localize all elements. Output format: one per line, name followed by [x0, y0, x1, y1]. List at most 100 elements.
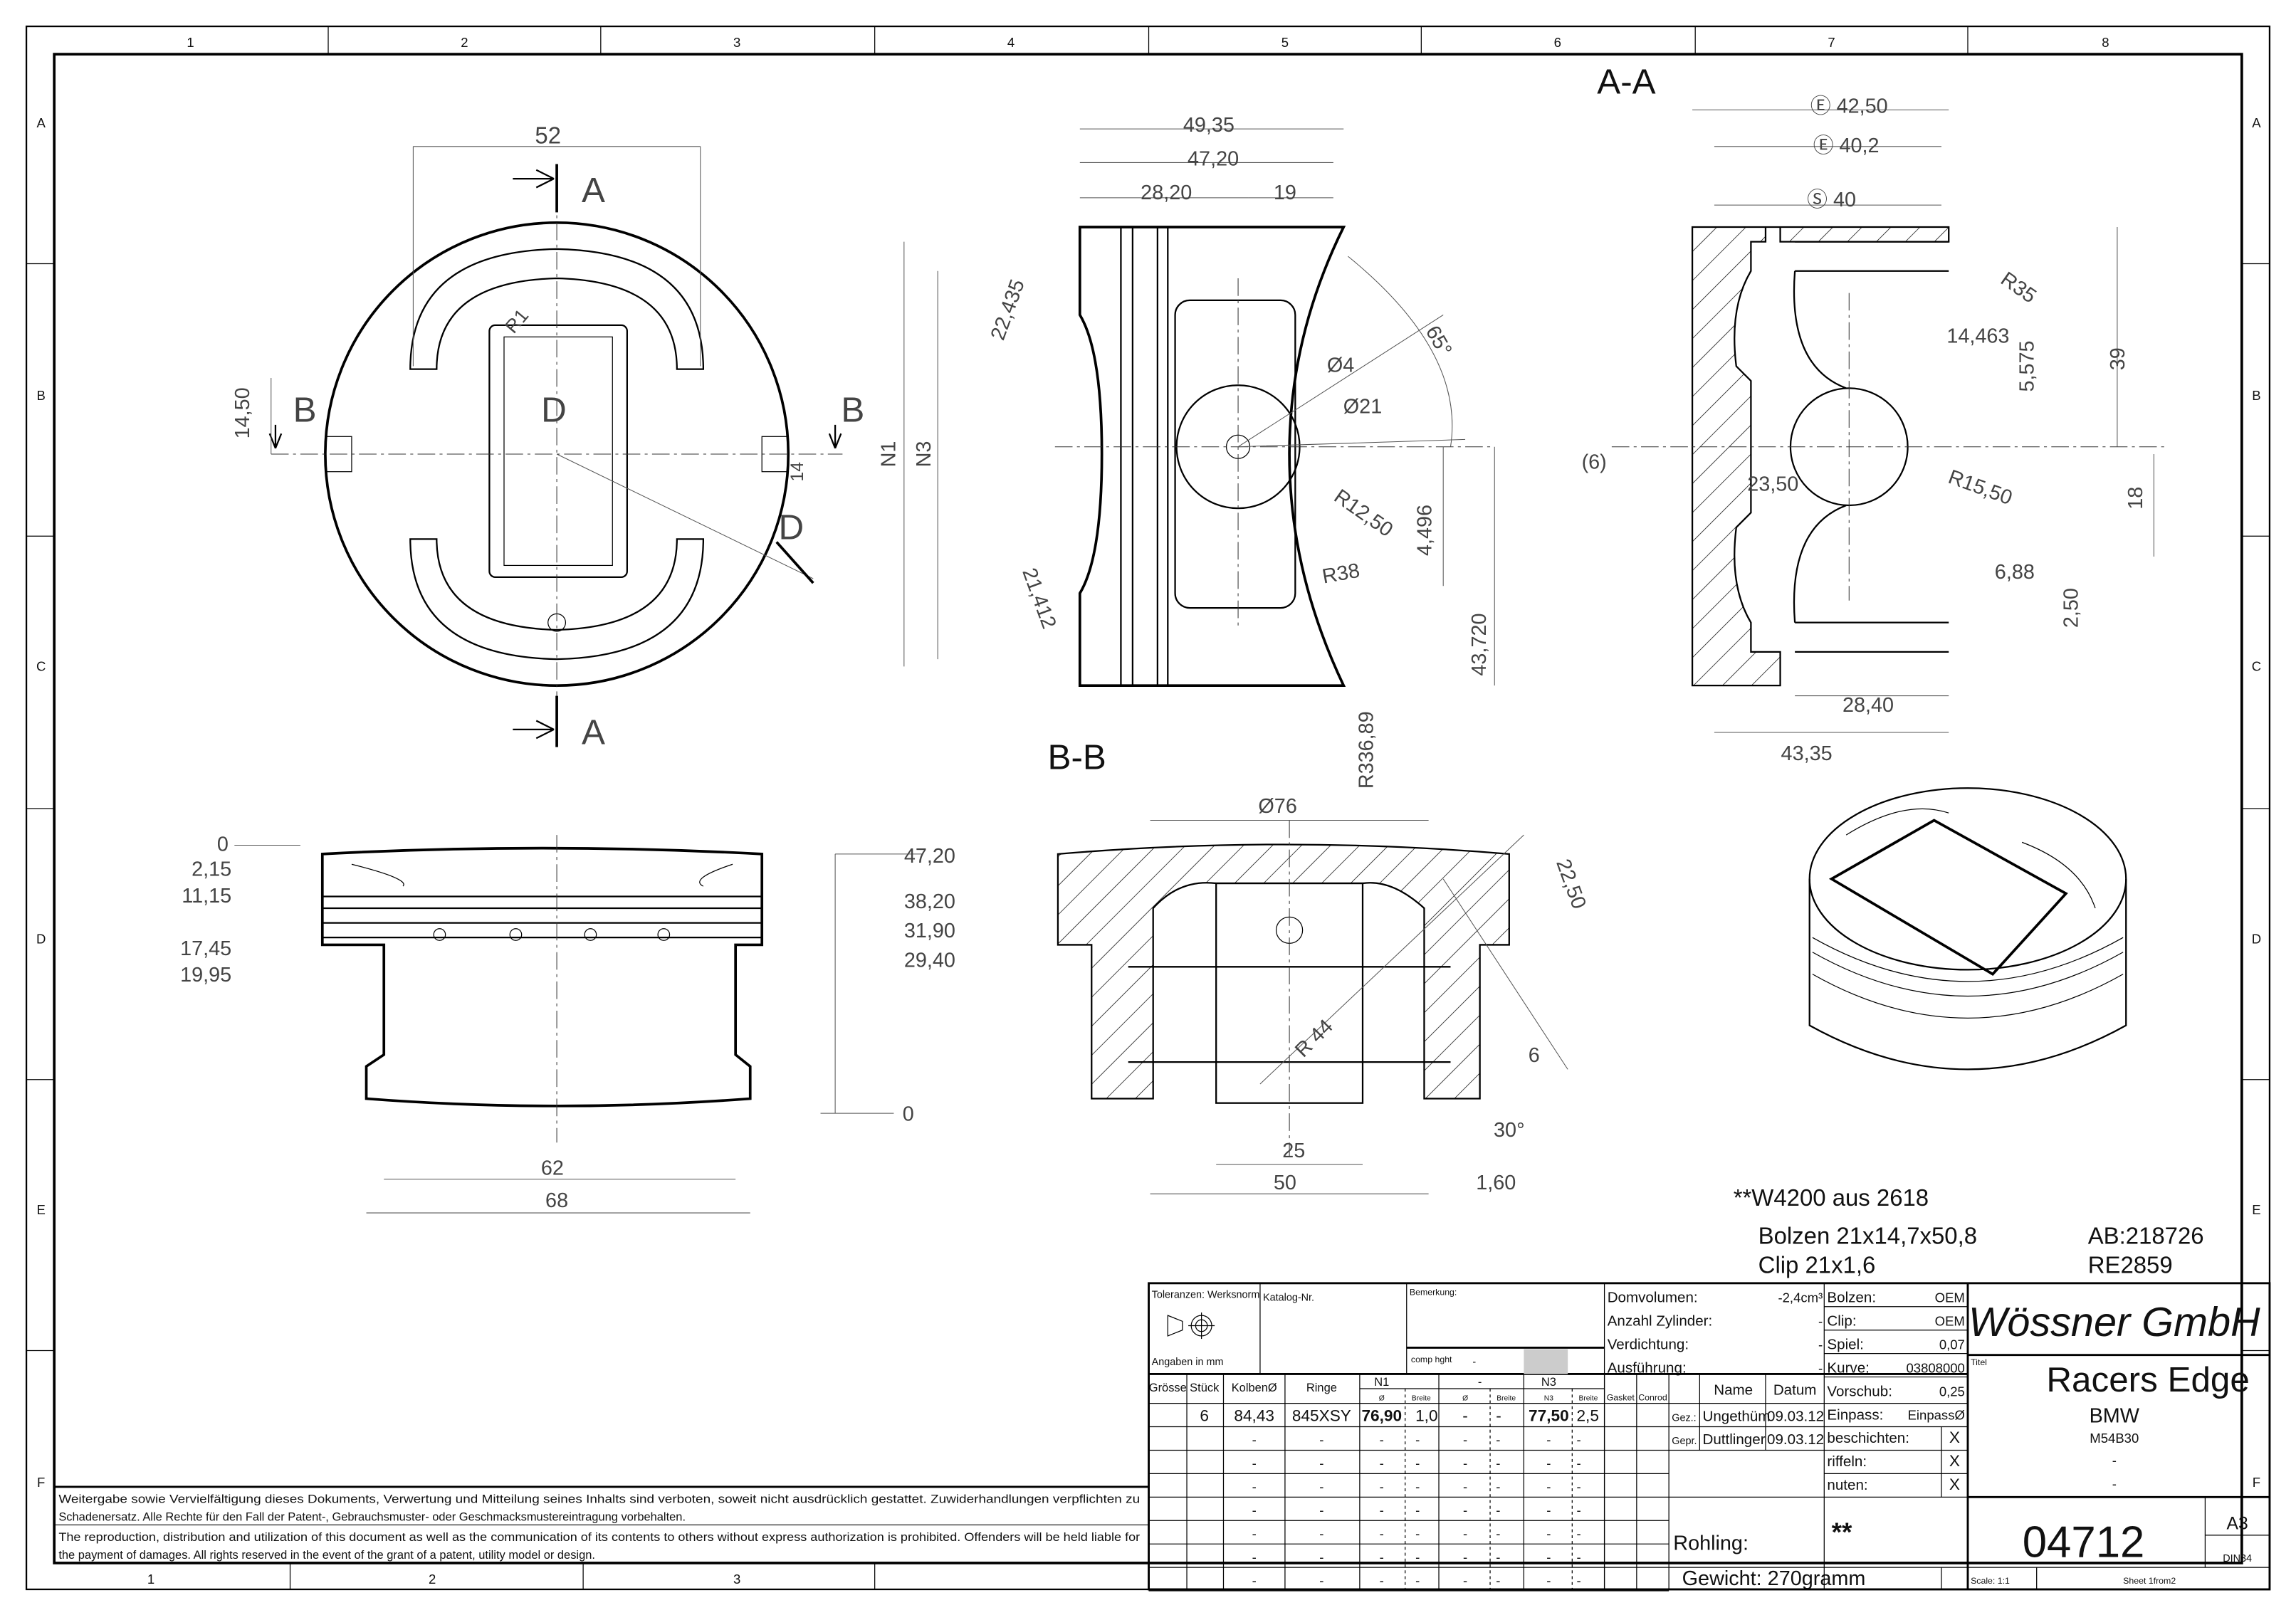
drawn-date: 09.03.12: [1767, 1408, 1824, 1424]
clip-note: Clip 21x1,6: [1758, 1251, 1876, 1278]
dimension-label: 68: [545, 1189, 568, 1212]
table-cell: -: [1496, 1573, 1500, 1588]
make-label: BMW: [2090, 1404, 2140, 1427]
part-label: riffeln:: [1827, 1453, 1867, 1470]
table-cell: -: [1252, 1432, 1257, 1447]
row-label: C: [36, 659, 46, 674]
table-cell: -: [1496, 1432, 1500, 1447]
side-view: [903, 128, 1495, 688]
table-header: Stück: [1190, 1382, 1220, 1394]
catalog-label: Katalog-Nr.: [1263, 1293, 1314, 1304]
dimension-label: N1: [877, 441, 900, 468]
dimension-label: 65°: [1421, 322, 1456, 360]
part-label: Kurve:: [1827, 1359, 1869, 1376]
table-cell: 1,0: [1415, 1406, 1437, 1424]
dimension-label: R336,89: [1355, 711, 1378, 789]
engine-label: M54B30: [2090, 1431, 2139, 1446]
dimension-label: D: [541, 391, 567, 430]
units-label: Angaben in mm: [1152, 1357, 1224, 1368]
dimension-label: 19: [1274, 182, 1296, 204]
table-cell: -: [1463, 1526, 1467, 1541]
dimension-label: Ø4: [1327, 354, 1354, 377]
dimension-label: 22,435: [987, 276, 1029, 343]
checked-label: Gepr.: [1672, 1436, 1697, 1447]
row-label: E: [36, 1202, 45, 1217]
table-header: -: [1478, 1376, 1482, 1389]
checked-date: 09.03.12: [1767, 1431, 1824, 1448]
dimension-label: 21,412: [1017, 565, 1060, 632]
top-view: [268, 146, 843, 747]
table-cell: -: [1496, 1456, 1500, 1471]
table-header: N3: [1541, 1376, 1556, 1389]
row-label: E: [2252, 1202, 2260, 1217]
part-value: X: [1949, 1475, 1960, 1493]
table-cell: -: [1415, 1503, 1420, 1517]
table-cell: -: [1415, 1573, 1420, 1588]
table-cell: -: [1380, 1573, 1384, 1588]
part-value: OEM: [1935, 1290, 1965, 1305]
column-label: 8: [2102, 35, 2109, 50]
sheet-label: Sheet 1from2: [2123, 1576, 2176, 1586]
comp-height-value: -: [1472, 1357, 1476, 1368]
table-cell: -: [1496, 1550, 1500, 1564]
isometric-view: [1808, 787, 2127, 1070]
table-cell: -: [1576, 1432, 1581, 1447]
row-label: F: [37, 1475, 45, 1490]
column-label: 6: [1554, 35, 1561, 50]
part-value: X: [1949, 1452, 1960, 1470]
table-cell: -: [1576, 1550, 1581, 1564]
dimension-label: 43,720: [1468, 614, 1491, 676]
table-cell: -: [1319, 1456, 1323, 1471]
drawn-label: Gez.:: [1672, 1412, 1696, 1424]
remark-label: Bemerkung:: [1410, 1287, 1457, 1297]
column-label: 4: [1007, 35, 1015, 50]
standard-label: DIN34: [2223, 1553, 2252, 1564]
table-cell: -: [1415, 1479, 1420, 1494]
part-value: 0,25: [1939, 1384, 1965, 1399]
spec-label: Anzahl Zylinder:: [1608, 1313, 1713, 1330]
table-cell: -: [1576, 1479, 1581, 1494]
dimension-label: 25: [1282, 1140, 1305, 1162]
dimension-label: 0: [903, 1103, 914, 1125]
row-label: B: [36, 388, 45, 403]
dimension-label: 30°: [1494, 1119, 1525, 1142]
blank-label: Rohling:: [1673, 1532, 1749, 1554]
column-label: 2: [461, 35, 468, 50]
dimension-label: (6): [1582, 451, 1607, 474]
spec-label: Domvolumen:: [1608, 1290, 1698, 1306]
row-label: D: [2252, 931, 2261, 946]
dimension-label: 28,20: [1141, 182, 1192, 204]
part-value: 0,07: [1939, 1337, 1965, 1352]
scale-label: Scale: 1:1: [1971, 1576, 2010, 1586]
table-cell: -: [1496, 1526, 1500, 1541]
table-cell: -: [1252, 1573, 1257, 1588]
spec-value: -2,4cm³: [1778, 1290, 1823, 1305]
table-cell: -: [1252, 1456, 1257, 1471]
table-subheader: Ø: [1462, 1394, 1468, 1402]
drawing-number: 04712: [2023, 1518, 2145, 1567]
section-title: A-A: [1597, 63, 1655, 102]
checked-name: Duttlinger: [1702, 1431, 1765, 1448]
extra-label: -: [2112, 1476, 2117, 1491]
table-cell: -: [1252, 1503, 1257, 1517]
dimension-label: 50: [1274, 1172, 1296, 1194]
table-cell: -: [1462, 1406, 1468, 1424]
pin-note: Bolzen 21x14,7x50,8: [1758, 1222, 1977, 1248]
title-label: Titel: [1971, 1357, 1987, 1367]
table-cell: -: [1319, 1432, 1323, 1447]
table-subheader: Breite: [1579, 1394, 1598, 1402]
part-label: Vorschub:: [1827, 1383, 1892, 1399]
column-label: 2: [429, 1572, 436, 1587]
dimension-label: 4,496: [1414, 505, 1437, 556]
table-cell: -: [1319, 1503, 1323, 1517]
table-header: N1: [1374, 1376, 1389, 1389]
table-cell: 77,50: [1529, 1406, 1569, 1424]
dimension-label: R1: [500, 305, 533, 337]
table-cell: 76,90: [1361, 1406, 1402, 1424]
part-label: beschichten:: [1827, 1430, 1909, 1446]
re-note: RE2859: [2088, 1251, 2173, 1278]
table-cell: 84,43: [1234, 1406, 1274, 1424]
dimension-label: 1,60: [1476, 1172, 1516, 1194]
tolerances-label: Toleranzen: Werksnorm: [1152, 1289, 1260, 1300]
dimension-label: Ⓔ 40,2: [1813, 135, 1880, 157]
